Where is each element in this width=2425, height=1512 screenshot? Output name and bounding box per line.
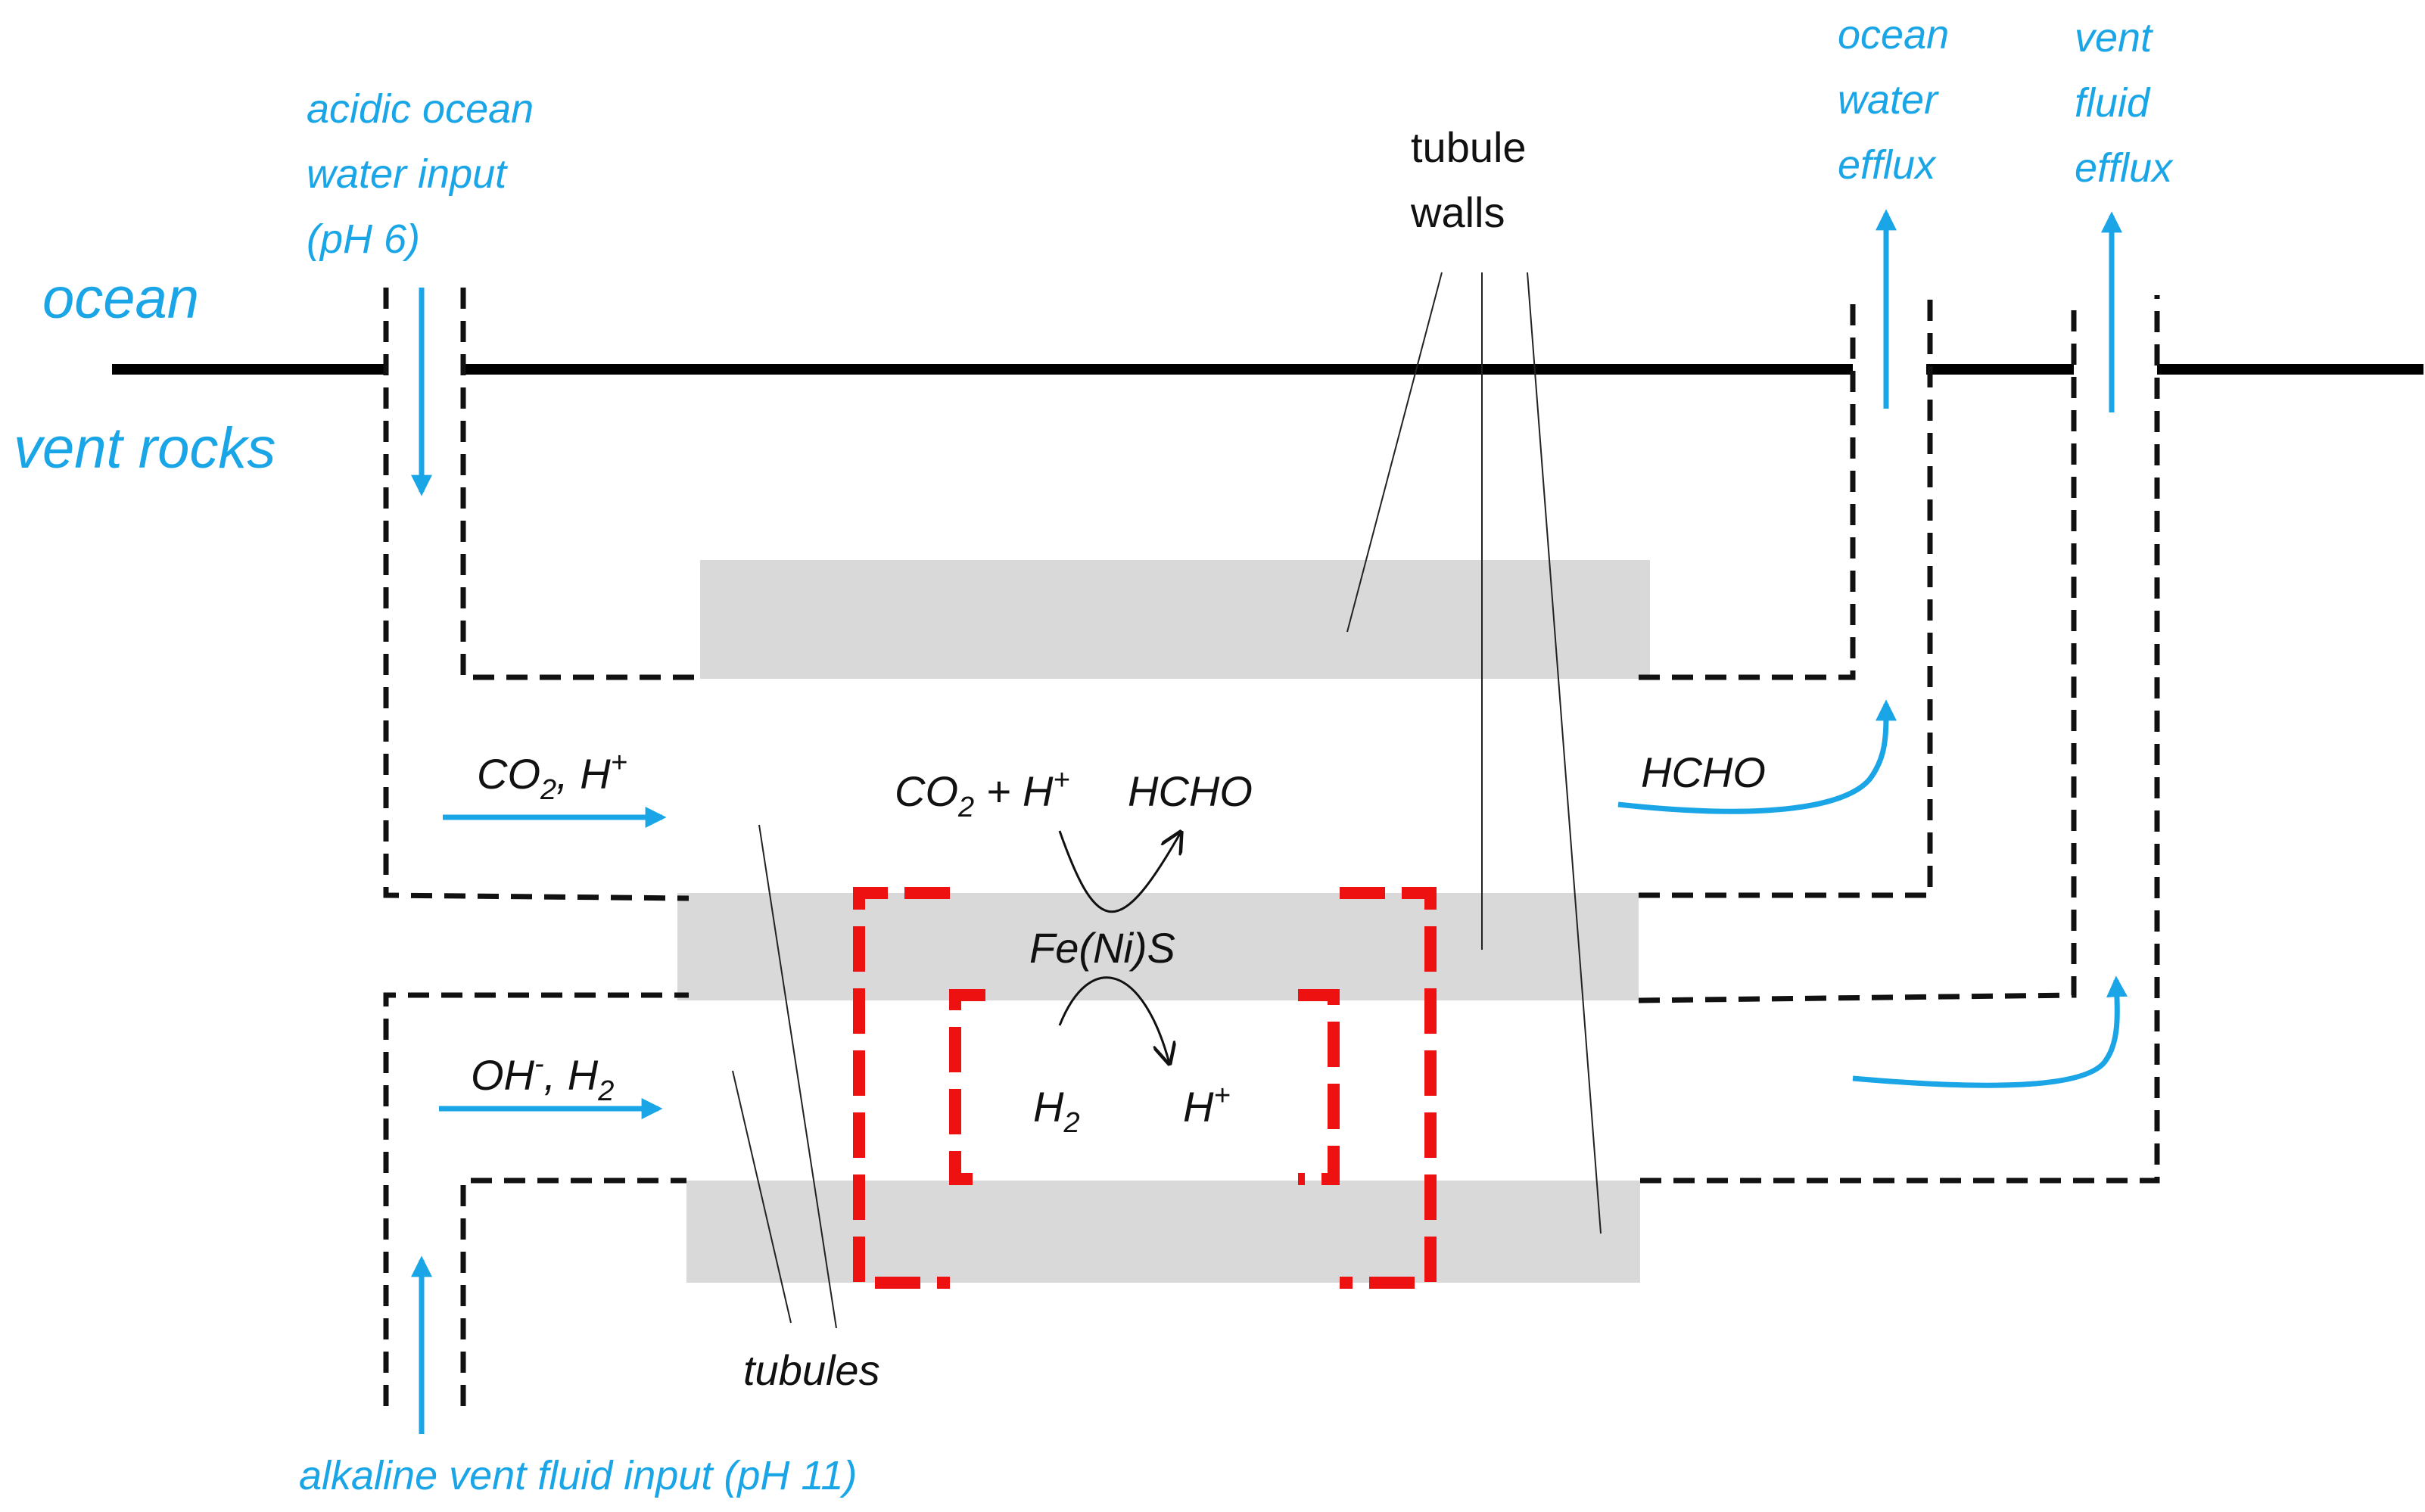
tubule-pointer-2 <box>732 1070 792 1324</box>
lower-channel-outer <box>383 992 689 1406</box>
vent-fluid-efflux-arrow <box>1852 975 2128 1088</box>
alkaline-input-label: alkaline vent fluid input (pH 11) <box>299 1453 857 1498</box>
upper-channel-outer <box>383 288 690 901</box>
hcho-efflux-arrow <box>1617 699 1897 814</box>
catalyst-label: Fe(Ni)S <box>1029 924 1175 972</box>
acidic-input-label: acidic ocean water input (pH 6) <box>307 86 534 262</box>
outer-right-bracket <box>1340 887 1437 1289</box>
pointer-lines <box>732 272 1602 1329</box>
vent-rocks-label: vent rocks <box>14 416 275 481</box>
upper-channel-right-inner <box>1639 299 1856 680</box>
svg-text:ocean: ocean <box>1838 12 1949 58</box>
svg-text:efflux: efflux <box>2075 145 2174 191</box>
h2-to-h-arrow <box>1058 976 1169 1063</box>
inner-left-bracket <box>949 989 985 1185</box>
wall-pointer-3 <box>1527 272 1602 1234</box>
lower-channel-inner <box>460 1178 686 1406</box>
hcho-efflux-label: HCHO <box>1641 748 1766 796</box>
outer-left-bracket <box>853 887 950 1289</box>
svg-text:water input: water input <box>307 151 508 197</box>
svg-text:fluid: fluid <box>2075 80 2151 126</box>
co2-to-hcho-arrow <box>1058 831 1181 913</box>
lower-flow-label: OH-, H2 <box>471 1048 614 1107</box>
reaction-arrows <box>1058 831 1181 1063</box>
reaction-donor-product: H+ <box>1183 1080 1231 1131</box>
channel-outlines <box>383 288 2160 1406</box>
svg-text:walls: walls <box>1410 188 1505 236</box>
upper-channel-inner <box>460 288 700 680</box>
tubule-wall-middle <box>677 893 1639 1000</box>
tubule-wall-top <box>700 560 1650 679</box>
tubule-wall-bottom <box>686 1181 1640 1283</box>
reaction-product: HCHO <box>1128 767 1253 815</box>
svg-text:(pH 6): (pH 6) <box>307 216 420 262</box>
lower-channel-right-inner <box>1638 310 2077 1003</box>
ocean-water-efflux-label: ocean water efflux <box>1838 12 1949 188</box>
upper-flow-label: CO2, H+ <box>477 747 627 806</box>
ocean-label: ocean <box>42 266 199 331</box>
inner-right-bracket <box>1298 989 1340 1185</box>
tubules-label: tubules <box>743 1346 880 1394</box>
flow-arrows <box>411 209 2128 1434</box>
lower-channel-right-outer <box>1640 295 2160 1184</box>
svg-text:tubule: tubule <box>1411 123 1527 171</box>
reaction-donor: H2 <box>1033 1083 1080 1139</box>
vent-fluid-efflux-label: vent fluid efflux <box>2075 15 2174 191</box>
svg-text:vent: vent <box>2075 15 2153 61</box>
svg-text:efflux: efflux <box>1838 142 1937 188</box>
tubule-walls-label: tubule walls <box>1410 123 1527 236</box>
wall-pointer-1 <box>1346 272 1443 633</box>
svg-text:water: water <box>1838 77 1939 123</box>
svg-text:acidic ocean: acidic ocean <box>307 86 534 132</box>
reaction-zone-brackets <box>853 887 1437 1289</box>
reaction-reactant: CO2 + H+ <box>895 764 1070 823</box>
tubule-pointer-1 <box>758 824 837 1329</box>
